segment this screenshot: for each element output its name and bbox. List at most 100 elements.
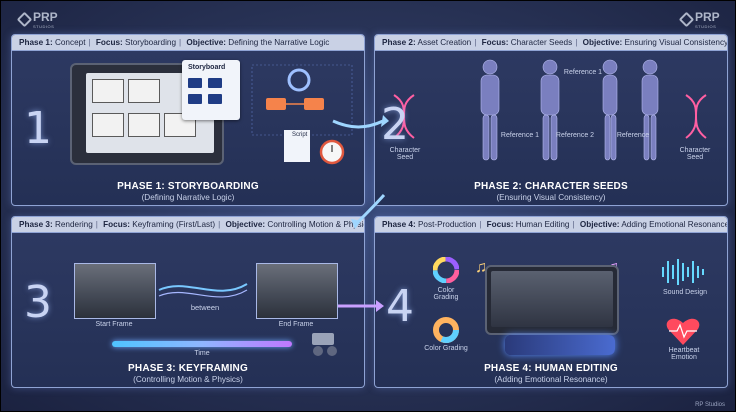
monitor-screen (491, 271, 613, 327)
focus-value: Storyboarding (125, 38, 176, 47)
phase-number: 4 (386, 281, 414, 332)
phase-title: PHASE 3: KEYFRAMING (128, 363, 248, 374)
sketch-frame (128, 79, 160, 103)
music-note-icon: ♫ (475, 259, 487, 276)
reference-label: Reference 1 (563, 69, 603, 76)
sound-wave-icon (662, 259, 704, 285)
color-wheel-icon (433, 317, 459, 343)
footer-credit: RP Studios (695, 402, 725, 408)
seed-label-right: Character Seed (679, 147, 711, 161)
phase-3-header: Phase 3: Rendering| Focus: Keyframing (F… (12, 217, 364, 233)
phase-label: Phase 4: (382, 220, 416, 229)
end-frame-label: End Frame (278, 321, 314, 328)
sketch-frame (128, 113, 160, 137)
phase-name: Post-Production (417, 220, 477, 229)
reference-label: Reference 2 (555, 132, 595, 139)
phase-label: Phase 3: (19, 220, 53, 229)
hexagon-icon (16, 11, 33, 28)
editing-monitors (485, 265, 619, 335)
phase-number: 3 (24, 277, 52, 328)
phase-subtitle: (Controlling Motion & Physics) (133, 375, 243, 384)
phase-number: 2 (381, 99, 409, 150)
color-grading-label: Color Grading (424, 345, 468, 352)
script-page (284, 130, 310, 162)
phase-title: PHASE 2: CHARACTER SEEDS (474, 181, 628, 192)
objective-label: Objective: (225, 220, 266, 229)
phase-title: PHASE 4: HUMAN EDITING (484, 363, 618, 374)
time-arrow (112, 341, 292, 347)
between-label: between (190, 303, 220, 312)
phase-name: Rendering (54, 220, 93, 229)
objective-value: Controlling Motion & Physics (267, 220, 364, 229)
phase-subtitle: (Adding Emotional Resonance) (494, 375, 608, 384)
play-icon (208, 78, 222, 88)
phase-4-panel: Phase 4: Post-Production| Focus: Human E… (374, 216, 728, 388)
phase-3-panel: Phase 3: Rendering| Focus: Keyframing (F… (11, 216, 365, 388)
dna-helix-icon-left (393, 94, 415, 139)
play-icon (188, 94, 202, 104)
objective-label: Objective: (186, 38, 227, 47)
phase-name: Concept (54, 38, 86, 47)
start-frame-image (74, 263, 156, 319)
phase-number: 1 (24, 103, 52, 154)
sound-design-label: Sound Design (663, 289, 707, 296)
focus-value: Human Editing (515, 220, 570, 229)
logic-flow-diagram (251, 64, 353, 165)
phase-subtitle: (Defining Narrative Logic) (141, 193, 235, 202)
sketch-frame (92, 113, 124, 137)
brand-name: PRP (695, 10, 720, 24)
objective-label: Objective: (579, 220, 620, 229)
reference-label: Reference (616, 132, 650, 139)
objective-value: Ensuring Visual Consistency (624, 38, 727, 47)
motion-arrows (158, 283, 248, 298)
end-frame-image (256, 263, 338, 319)
focus-label: Focus: (486, 220, 514, 229)
focus-value: Character Seeds (510, 38, 573, 47)
flow-node (266, 98, 286, 110)
flow-node (304, 98, 324, 110)
phase-subtitle: (Ensuring Visual Consistency) (496, 193, 606, 202)
script-label: Script (292, 132, 308, 138)
objective-label: Objective: (582, 38, 623, 47)
sketch-frame (92, 79, 124, 103)
control-deck (505, 335, 615, 355)
focus-label: Focus: (481, 38, 509, 47)
brand-sub: STUDIOS (695, 24, 717, 29)
brand-sub: STUDIOS (33, 24, 55, 29)
flow-arrow-3-to-4 (338, 300, 384, 312)
flow-arrow-1-to-2 (332, 115, 389, 129)
brand-name: PRP (33, 10, 58, 24)
phase-title: PHASE 1: STORYBOARDING (117, 181, 259, 192)
dna-helix-icon-right (685, 94, 707, 139)
flow-arrow-2-to-3 (351, 193, 386, 229)
tablet-screen (86, 73, 214, 153)
phase-name: Asset Creation (417, 38, 472, 47)
heart-icon (666, 318, 700, 345)
camera-icon (312, 333, 337, 356)
phase-label: Phase 2: (382, 38, 416, 47)
color-grading-label: Color Grading (433, 287, 459, 301)
gear-icon (287, 68, 311, 92)
focus-label: Focus: (103, 220, 131, 229)
focus-label: Focus: (95, 38, 123, 47)
storyboard-label: Storyboard (188, 64, 226, 71)
time-label: Time (194, 350, 210, 357)
hexagon-icon (678, 11, 695, 28)
objective-value: Defining the Narrative Logic (228, 38, 330, 47)
phase-2-header: Phase 2: Asset Creation| Focus: Characte… (375, 35, 727, 51)
heartbeat-label: Heartbeat Emotion (668, 347, 700, 361)
phase-2-panel: Phase 2: Asset Creation| Focus: Characte… (374, 34, 728, 206)
seed-label-left: Character Seed (389, 147, 421, 161)
objective-value: Adding Emotional Resonance (621, 220, 727, 229)
play-icon (188, 78, 202, 88)
play-icon (208, 94, 222, 104)
start-frame-label: Start Frame (95, 321, 133, 328)
storyboard-card: Storyboard (182, 60, 240, 120)
phase-label: Phase 1: (19, 38, 53, 47)
phase-1-panel: Phase 1: Concept| Focus: Storyboarding| … (11, 34, 365, 206)
phase-1-header: Phase 1: Concept| Focus: Storyboarding| … (12, 35, 364, 51)
color-wheel-icon (433, 257, 459, 283)
